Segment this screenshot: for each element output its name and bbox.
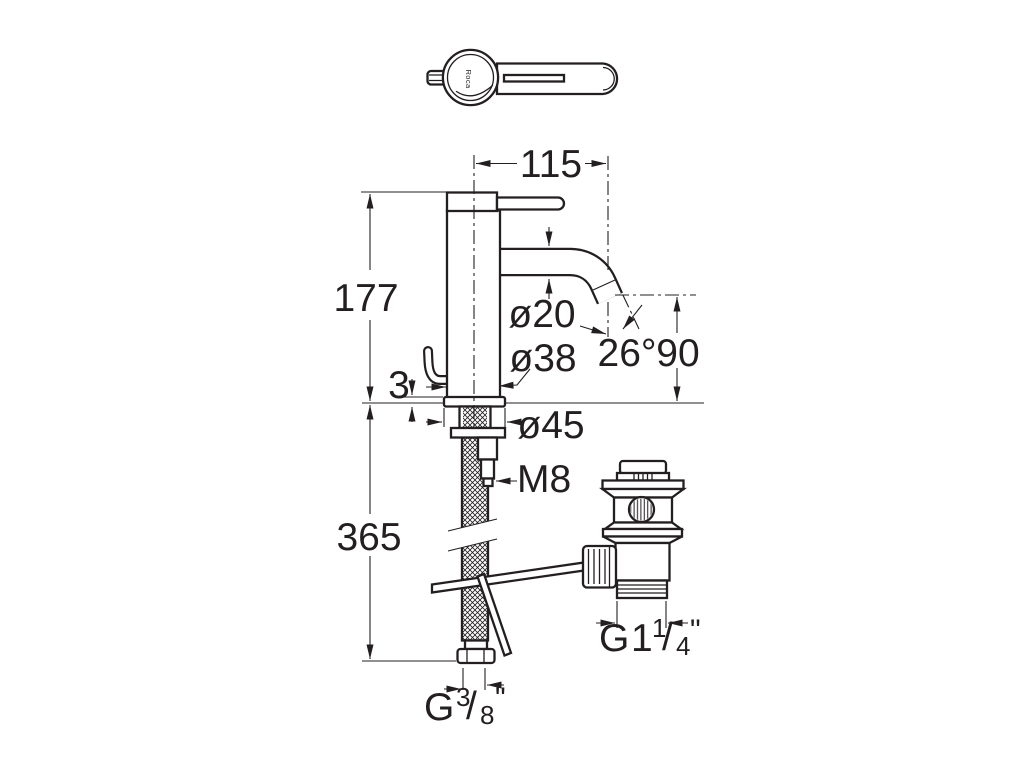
dim-m8-label: M8 (517, 458, 571, 501)
hose-nut (456, 647, 496, 665)
overflow-hole-hatch (630, 498, 653, 521)
handle-base-arc (455, 84, 494, 97)
hose-nut-facets (466, 650, 485, 662)
dimension-labels: 115 177 365 90 26° ø20 ø38 ø45 3 M8 G 1 … (333, 143, 700, 730)
brand-logo: Roca (464, 69, 473, 89)
spout-outlet-face-line (592, 279, 616, 291)
g38-slash: / (466, 685, 477, 728)
dim-26-label: 26° (598, 332, 657, 375)
m8-rod-tip (482, 477, 494, 488)
g114-numerator: 1 (652, 613, 666, 643)
waste-plug-knurl-ticks (633, 474, 653, 480)
reference-lines (361, 191, 704, 690)
handle-lever-slot (502, 73, 566, 83)
waste-upper-flange (601, 479, 685, 491)
dim-177-label: 177 (333, 277, 398, 320)
faucet-top-view: Roca (426, 48, 619, 107)
pull-rod-knob-fill (425, 348, 450, 383)
spout-fill (495, 250, 621, 304)
ext-lines-base-dia (443, 408, 506, 427)
waste-body-lower (614, 541, 671, 582)
handle-lever-front (495, 196, 566, 211)
dim-365-label: 365 (336, 516, 401, 559)
m8-rod-middle (479, 458, 496, 480)
g38-prefix: G (424, 686, 454, 729)
hose-break-gap (448, 519, 497, 551)
g38-unit: " (495, 682, 506, 715)
g114-whole: 1 (631, 617, 653, 660)
hose-fitting-collar (463, 639, 489, 651)
dim-g114-label: G 1 1 / 4 " (599, 613, 701, 661)
pop-up-rod (430, 561, 586, 658)
body-top-inner (446, 53, 495, 102)
dim-90-label: 90 (656, 332, 699, 375)
dim-g38-label: G 3 / 8 " (424, 682, 506, 730)
g114-unit: " (690, 614, 701, 647)
dim-26-right-arrow (622, 304, 643, 330)
ext-lines-drain-thread (616, 601, 667, 628)
mounting-washer (449, 426, 507, 439)
hose-break-lines (447, 518, 498, 552)
ext-lines-hose-thread (462, 668, 486, 690)
dim-20-label: ø20 (508, 293, 575, 336)
diagonal-rod (476, 572, 513, 658)
m8-rod-upper (476, 436, 499, 461)
handle-lever-end-line (602, 66, 615, 91)
horizontal-rod (430, 561, 586, 594)
dimension-lines (366, 160, 688, 693)
supply-hose-assembly (447, 405, 507, 665)
dim-26-left-arrow (579, 325, 607, 335)
dim-115-label: 115 (520, 143, 582, 186)
rod-clamp-nut-ridges (587, 549, 606, 584)
g114-slash: / (662, 616, 673, 659)
drain-waste-assembly (581, 459, 687, 600)
waste-thread-lines (618, 584, 666, 594)
outlet-angled-centerline (611, 271, 640, 330)
g38-denominator: 8 (480, 700, 494, 730)
g38-numerator: 3 (456, 682, 470, 712)
g114-prefix: G (599, 617, 629, 660)
dim-38-leader-arrow (498, 368, 531, 389)
centerlines (473, 155, 696, 428)
dim-45-label: ø45 (517, 404, 584, 447)
dim-38-label: ø38 (509, 337, 576, 380)
dim-3-label: 3 (388, 364, 410, 407)
cartridge-cap (445, 191, 499, 213)
g114-denominator: 4 (676, 631, 690, 661)
waste-plug-cap (618, 459, 668, 475)
